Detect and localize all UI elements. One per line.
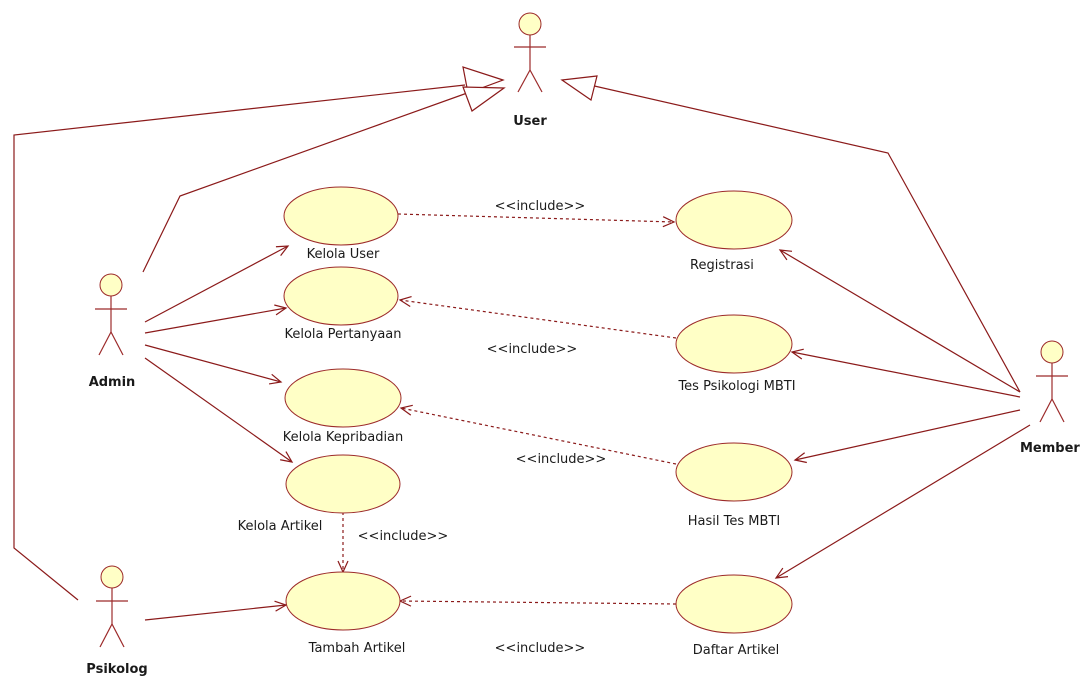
generalization-head-left-top xyxy=(462,66,505,94)
use-case-kelola-artikel[interactable] xyxy=(285,454,401,514)
actor-head xyxy=(99,273,123,297)
actor-admin-label: Admin xyxy=(89,375,136,390)
generalization-lines xyxy=(13,66,1021,601)
include-label: <<include>> xyxy=(495,641,586,656)
member-hasil-tes-link xyxy=(793,409,1021,464)
member-associations xyxy=(774,249,1031,579)
actor-head xyxy=(1040,340,1064,364)
admin-kelola-pertanyaan-link xyxy=(144,304,288,334)
use-case-label: Kelola User xyxy=(307,247,380,262)
actor-member[interactable] xyxy=(1036,340,1068,423)
member-tes-psikologi-link xyxy=(790,348,1021,398)
include-tes-kelola-pertanyaan xyxy=(398,295,677,339)
use-case-kelola-user[interactable] xyxy=(283,186,399,246)
use-case-daftar-artikel[interactable] xyxy=(675,574,793,634)
generalization-head-right xyxy=(560,75,598,101)
use-case-label: Tambah Artikel xyxy=(308,641,406,656)
psikolog-tambah-artikel-link xyxy=(144,600,288,621)
actor-user-label: User xyxy=(513,114,547,129)
include-label: <<include>> xyxy=(516,452,607,467)
use-case-label: Registrasi xyxy=(690,258,754,273)
actor-head xyxy=(518,12,542,36)
include-label: <<include>> xyxy=(495,199,586,214)
use-case-label: Kelola Pertanyaan xyxy=(284,327,401,342)
use-cases xyxy=(283,186,793,634)
member-daftar-artikel-link xyxy=(774,424,1031,579)
include-dependencies xyxy=(337,213,677,607)
include-kelola-user-registrasi xyxy=(397,213,676,228)
use-case-label: Kelola Artikel xyxy=(238,519,323,534)
actor-user[interactable] xyxy=(514,12,546,93)
use-case-label: Tes Psikologi MBTI xyxy=(677,379,795,394)
use-case-tambah-artikel[interactable] xyxy=(285,571,401,631)
use-case-hasil-tes[interactable] xyxy=(675,442,793,502)
use-case-registrasi[interactable] xyxy=(675,190,793,250)
actor-head xyxy=(100,565,124,589)
admin-kelola-artikel-link xyxy=(144,357,294,463)
actor-member-label: Member xyxy=(1020,441,1080,456)
member-registrasi-link xyxy=(778,249,1021,393)
actor-psikolog[interactable] xyxy=(96,565,128,648)
include-label: <<include>> xyxy=(358,529,449,544)
use-case-label: Kelola Kepribadian xyxy=(283,430,404,445)
use-case-kelola-pertanyaan[interactable] xyxy=(283,266,399,326)
admin-kelola-kepribadian-link xyxy=(144,344,283,385)
actor-psikolog-label: Psikolog xyxy=(86,662,147,677)
actor-admin[interactable] xyxy=(95,273,127,356)
use-case-tes-psikologi[interactable] xyxy=(675,314,793,374)
admin-associations xyxy=(144,245,294,463)
include-hasil-kelola-kepribadian xyxy=(399,404,677,465)
psikolog-user-generalization xyxy=(13,84,466,601)
include-label: <<include>> xyxy=(487,342,578,357)
use-case-label: Daftar Artikel xyxy=(693,643,780,658)
generalization-head-left-bottom xyxy=(462,86,506,112)
use-case-kelola-kepribadian[interactable] xyxy=(284,368,402,428)
admin-user-generalization xyxy=(142,91,471,273)
member-user-generalization xyxy=(589,84,1021,393)
use-case-label: Hasil Tes MBTI xyxy=(688,514,780,529)
admin-kelola-user-link xyxy=(144,245,290,323)
include-daftar-tambah xyxy=(398,595,677,607)
